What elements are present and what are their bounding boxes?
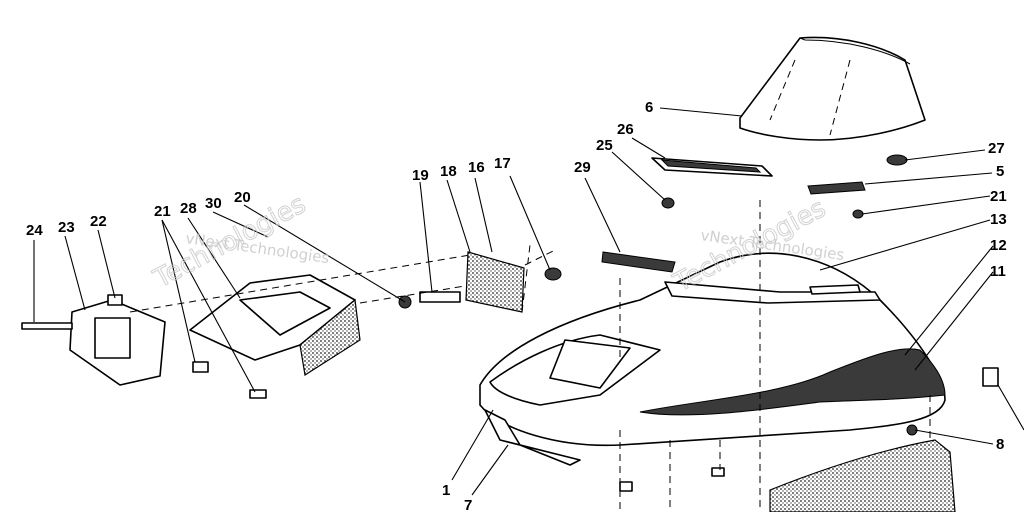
leader-lines: [33, 107, 1024, 496]
callout-23: 23: [58, 219, 75, 236]
callout-7: 7: [464, 497, 472, 512]
callout-21: 21: [154, 203, 171, 220]
console-panel-part: [651, 157, 773, 177]
callout-24: 24: [26, 222, 43, 239]
callout-19: 19: [412, 167, 429, 184]
callout-5: 5: [996, 163, 1004, 180]
callout-12: 12: [990, 237, 1007, 254]
callout-18: 18: [440, 163, 457, 180]
callout-22: 22: [90, 213, 107, 230]
assembly-lines: [129, 200, 931, 512]
callout-labels: 24 23 22 21 28 30 20 19 18 16 17 29 25 2…: [26, 99, 1007, 512]
nameplate-part: [601, 251, 676, 273]
callout-1: 1: [442, 482, 450, 499]
hood-part: [479, 252, 946, 466]
callout-26: 26: [617, 121, 634, 138]
headlight-bezel-part: [69, 294, 166, 386]
callout-16: 16: [468, 159, 485, 176]
callout-25: 25: [596, 137, 613, 154]
callout-6: 6: [645, 99, 653, 116]
windshield-part: [739, 36, 926, 141]
hardware-parts: [21, 154, 999, 492]
callout-30: 30: [205, 195, 222, 212]
callout-28: 28: [180, 200, 197, 217]
callout-29: 29: [574, 159, 591, 176]
callout-21-right: 21: [990, 188, 1007, 205]
headlight-housing-part: [189, 274, 361, 376]
callout-27: 27: [988, 140, 1005, 157]
callout-13: 13: [990, 211, 1007, 228]
callout-20: 20: [234, 189, 251, 206]
callout-17: 17: [494, 155, 511, 172]
callout-8: 8: [996, 436, 1004, 453]
headlight-reflector-part: [465, 251, 525, 313]
grille-part: [769, 439, 956, 512]
callout-11: 11: [990, 263, 1006, 280]
small-plate-part: [807, 181, 866, 195]
